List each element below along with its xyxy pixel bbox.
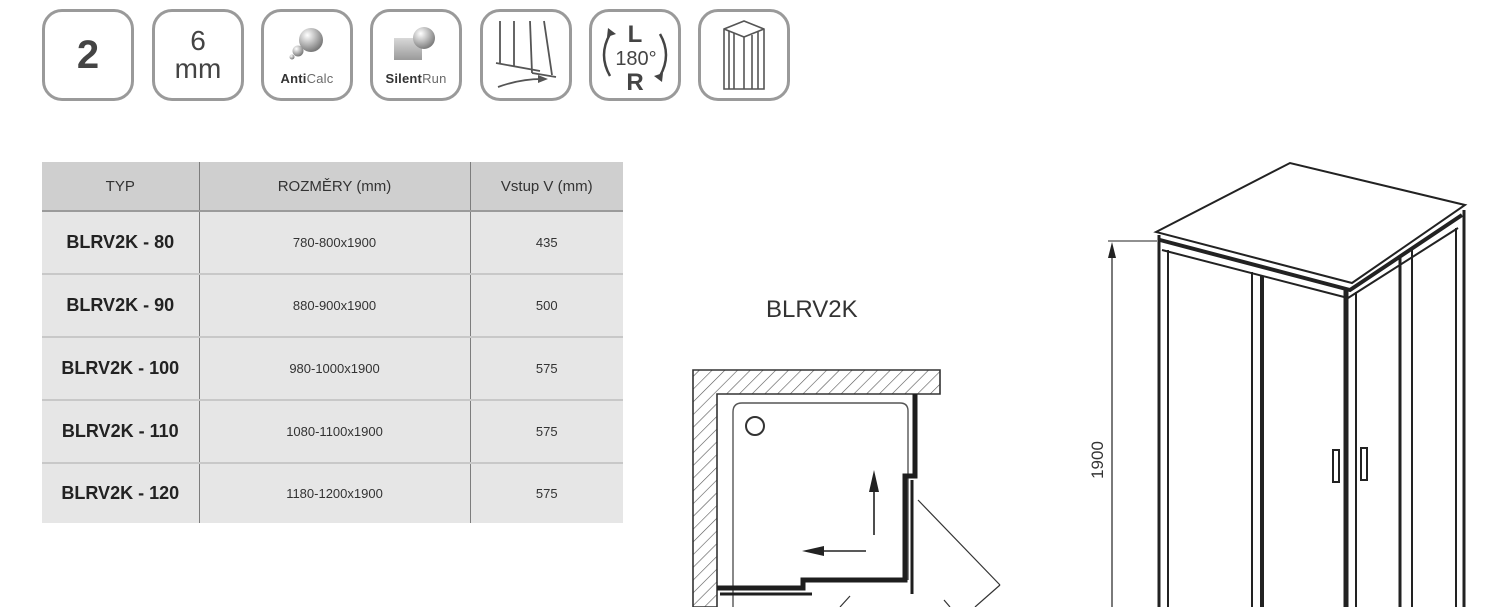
dimension-line [917,499,1001,586]
plan-view [692,369,1001,607]
header-type: TYP [42,162,200,212]
dimension-line [839,595,851,607]
glass-panels [717,394,918,591]
dimensions-table: TYP ROZMĚRY (mm) Vstup V (mm) BLRV2K - 8… [42,162,623,523]
door-count: 2 [76,32,100,77]
door-count-badge: 2 [42,9,134,101]
enclosure-3d-view [1108,161,1468,607]
table-row: BLRV2K - 110 1080-1100x1900 575 [42,399,623,464]
silentrun-label: SilentRun [385,71,446,86]
table-header-row: TYP ROZMĚRY (mm) Vstup V (mm) [42,162,623,212]
droplets-icon [289,28,323,60]
silentrun-label-light: Run [422,71,447,86]
table-row: BLRV2K - 90 880-900x1900 500 [42,273,623,338]
plan-title: BLRV2K [766,296,858,323]
anticalc-badge: AntiCalc [261,9,353,101]
top-frame-inner [1161,227,1459,300]
sliding-door-badge [480,9,572,101]
dimension-arrow-icon [1108,242,1116,258]
table-row: BLRV2K - 80 780-800x1900 435 [42,211,623,275]
silentrun-badge: SilentRun [370,9,462,101]
table-row: BLRV2K - 100 980-1000x1900 575 [42,336,623,401]
anticalc-label-light: Calc [306,71,334,86]
header-entry-width: Vstup V (mm) [470,162,623,212]
dimensions-cell: 1180-1200x1900 [199,462,471,523]
wall-hatching [692,369,941,607]
entry-cell: 435 [470,211,623,275]
model-cell: BLRV2K - 90 [42,273,200,338]
drain-icon [745,416,765,436]
enclosure-top [1153,161,1468,285]
top-frame [1159,213,1464,293]
enclosure-icon [723,20,765,90]
dimension-line [974,584,1001,607]
height-label: 1900 [1088,441,1107,479]
glass-thickness-badge: 6 mm [152,9,244,101]
glass-thickness-unit: mm [174,53,222,84]
dimension-tick [943,599,951,607]
entry-cell: 500 [470,273,623,338]
dimensions-cell: 880-900x1900 [199,273,471,338]
door-handle [1332,449,1340,483]
dimensions-cell: 780-800x1900 [199,211,471,275]
left-label: L [628,21,643,48]
entry-cell: 575 [470,399,623,464]
sliding-door-icon [495,20,557,88]
shower-tray-outline [732,402,909,607]
angle-label: 180° [615,48,656,70]
glass-thickness-value: 6 [190,25,206,56]
door-handle [1360,447,1368,481]
roller-icon [394,27,435,60]
model-cell: BLRV2K - 80 [42,211,200,275]
arrow-left-icon [802,546,824,556]
table-row: BLRV2K - 120 1180-1200x1900 575 [42,462,623,523]
anticalc-label-bold: Anti [280,71,307,86]
right-label: R [626,69,643,96]
entry-cell: 575 [470,336,623,401]
model-cell: BLRV2K - 100 [42,336,200,401]
header-dimensions: ROZMĚRY (mm) [199,162,471,212]
model-cell: BLRV2K - 110 [42,399,200,464]
silentrun-label-bold: Silent [385,71,423,86]
reversible-badge: L 180° R [589,9,681,101]
anticalc-label: AntiCalc [281,71,334,86]
corner-enclosure-badge [698,9,790,101]
dimensions-cell: 1080-1100x1900 [199,399,471,464]
dimensions-cell: 980-1000x1900 [199,336,471,401]
arrow-up-icon [869,470,879,492]
entry-cell: 575 [470,462,623,523]
reversible-icon: L 180° R [602,21,668,96]
model-cell: BLRV2K - 120 [42,462,200,523]
